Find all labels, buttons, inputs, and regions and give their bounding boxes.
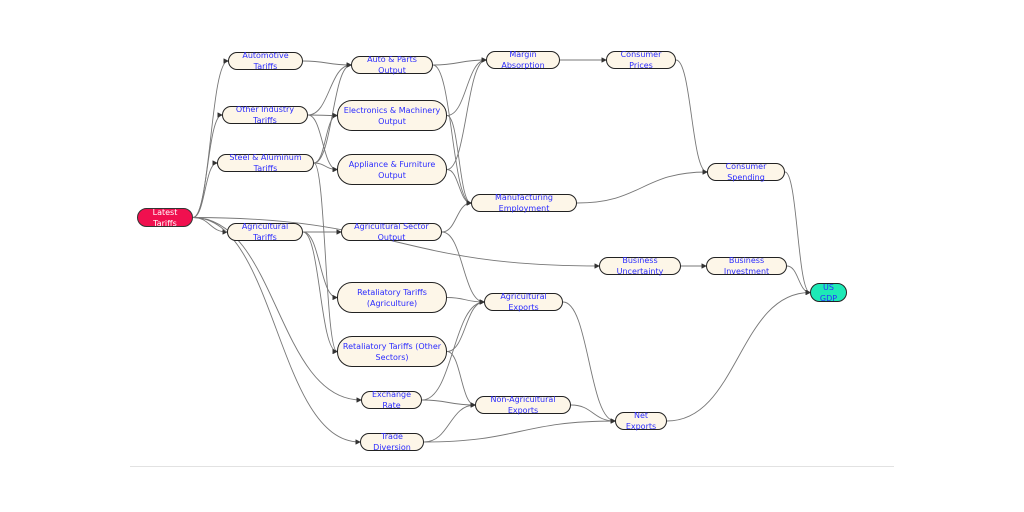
edge-steel_tariffs-to-ret_other	[313, 162, 338, 355]
edge-auto_output-to-mfg_emp	[432, 64, 472, 206]
edge-latest-to-ag_tariffs	[192, 217, 228, 235]
edge-latest-to-trade_div	[192, 217, 361, 445]
node-agricultural-tariffs[interactable]: Agricultural Tariffs	[227, 222, 303, 242]
edge-other_tariffs-to-elec_output	[307, 112, 338, 119]
edge-appl_output-to-margin	[446, 57, 487, 170]
edge-other_tariffs-to-appl_output	[307, 114, 338, 173]
node-agricultural-sector-output[interactable]: Agricultural Sector Output	[341, 222, 442, 242]
node-non-agricultural-exports[interactable]: Non-Agricultural Exports	[475, 395, 571, 415]
node-us-gdp[interactable]: US GDP	[810, 283, 847, 303]
edge-latest-to-exchange	[192, 217, 362, 403]
node-trade-diversion[interactable]: Trade Diversion	[360, 432, 424, 452]
node-retaliatory-tariffs-agriculture[interactable]: Retaliatory Tariffs (Agriculture)	[337, 282, 447, 313]
node-consumer-spending[interactable]: Consumer Spending	[707, 162, 785, 182]
edge-latest-to-steel_tariffs	[192, 160, 218, 218]
edge-appl_output-to-mfg_emp	[446, 169, 472, 206]
edge-other_tariffs-to-auto_output	[307, 62, 352, 116]
node-agricultural-exports[interactable]: Agricultural Exports	[484, 292, 563, 312]
edge-ag_tariffs-to-ret_other	[302, 231, 338, 355]
node-automotive-tariffs[interactable]: Automotive Tariffs	[228, 51, 303, 71]
edge-auto_output-to-margin	[432, 57, 487, 66]
edge-steel_tariffs-to-elec_output	[313, 112, 338, 164]
edge-latest-to-other_tariffs	[192, 112, 223, 218]
node-margin-absorption[interactable]: Margin Absorption	[486, 50, 560, 70]
node-retaliatory-tariffs-other[interactable]: Retaliatory Tariffs (Other Sectors)	[337, 336, 447, 367]
node-steel-aluminum-tariffs[interactable]: Steel & Aluminum Tariffs	[217, 153, 314, 173]
edge-ag_tariffs-to-ret_ag	[302, 231, 338, 301]
edge-latest-to-bus_unc	[192, 217, 600, 269]
edge-cons_spend-to-gdp	[784, 171, 811, 296]
node-electronics-machinery-output[interactable]: Electronics & Machinery Output	[337, 100, 447, 131]
edge-ag_exports-to-net_exports	[562, 301, 616, 424]
node-business-investment[interactable]: Business Investment	[706, 256, 787, 276]
edge-latest-to-auto_tariffs	[192, 58, 229, 218]
edge-elec_output-to-margin	[446, 57, 487, 116]
edge-ret_other-to-ag_exports	[446, 299, 485, 352]
edge-ag_output-to-mfg_emp	[441, 200, 472, 233]
node-business-uncertainty[interactable]: Business Uncertainty	[599, 256, 681, 276]
node-latest-tariffs[interactable]: Latest Tariffs	[137, 208, 193, 228]
node-exchange-rate[interactable]: Exchange Rate	[361, 390, 422, 410]
node-consumer-prices[interactable]: Consumer Prices	[606, 50, 676, 70]
edge-exchange-to-nonag_exports	[421, 399, 476, 408]
node-manufacturing-employment[interactable]: Manufacturing Employment	[471, 193, 577, 213]
node-appliance-furniture-output[interactable]: Appliance & Furniture Output	[337, 154, 447, 185]
node-other-industry-tariffs[interactable]: Other Industry Tariffs	[222, 105, 308, 125]
edge-elec_output-to-mfg_emp	[446, 115, 472, 206]
edge-cons_prices-to-cons_spend	[675, 59, 708, 175]
edge-ag_output-to-ag_exports	[441, 231, 485, 305]
divider-line	[130, 466, 894, 467]
edge-trade_div-to-net_exports	[423, 418, 616, 443]
edge-ret_other-to-nonag_exports	[446, 351, 476, 408]
edge-net_exports-to-gdp	[666, 289, 811, 422]
edge-nonag_exports-to-net_exports	[570, 404, 616, 424]
node-net-exports[interactable]: Net Exports	[615, 411, 667, 431]
node-auto-parts-output[interactable]: Auto & Parts Output	[351, 55, 433, 75]
edge-mfg_emp-to-cons_spend	[576, 169, 708, 204]
edge-trade_div-to-nonag_exports	[423, 402, 476, 443]
edge-auto_tariffs-to-auto_output	[302, 60, 352, 68]
edge-exchange-to-ag_exports	[421, 299, 485, 401]
